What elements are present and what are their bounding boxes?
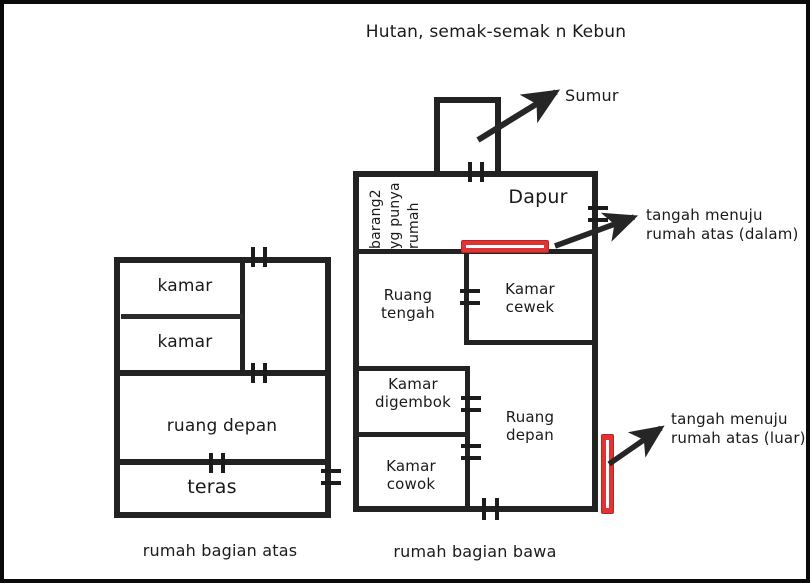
upper-house-door-top-a — [251, 247, 255, 267]
upper-house-wall-left — [114, 257, 120, 518]
sumur-wall-left — [434, 97, 440, 172]
kamar-cewek-wall-left — [464, 252, 469, 345]
lower-house-wall-top — [353, 171, 598, 177]
lower-room-label-kamar-cewek: Kamar cewek — [505, 280, 555, 316]
upper-house-caption: rumah bagian atas — [142, 541, 298, 560]
kamar-cowok-door-a — [461, 444, 481, 448]
upper-house-partition-ruangdepan — [114, 370, 331, 376]
upper-house-door-right-b — [321, 481, 341, 485]
upper-room-label-ruang-depan: ruang depan — [166, 416, 278, 436]
kamar-cewek-wall-bottom — [464, 340, 594, 345]
upper-house-door-teras-b — [221, 453, 225, 473]
stair-marker-dalam — [461, 240, 549, 253]
kamar-cowok-door-b — [461, 456, 481, 460]
lower-house-door-right-upper-b — [588, 218, 608, 222]
kamar-block-divider — [356, 432, 470, 437]
sumur-door-a — [468, 162, 472, 182]
upper-house-door-top-b — [263, 247, 267, 267]
annotation-label-tangah-dalam: tangah menuju rumah atas (dalam) — [646, 206, 799, 243]
lower-house-caption: rumah bagian bawa — [393, 542, 557, 561]
upper-room-label-kamar-1: kamar — [157, 276, 213, 296]
lower-room-label-barang2: barang2 — [368, 189, 384, 249]
upper-house-wall-right — [325, 257, 331, 518]
page-title: Hutan, semak-semak n Kebun — [365, 22, 627, 42]
upper-house-door-right-a — [321, 469, 341, 473]
annotation-label-tangah-luar: tangah menuju rumah atas (luar) — [671, 410, 806, 447]
lower-room-label-kamar-cowok: Kamar cowok — [386, 457, 436, 493]
upper-house-kamar-divider — [121, 314, 243, 319]
stair-marker-luar — [601, 434, 614, 514]
lower-house-wall-right — [592, 171, 598, 512]
lower-house-wall-left — [353, 171, 359, 512]
lower-house-door-right-upper-a — [588, 206, 608, 210]
upper-house-door-mid-a — [251, 363, 255, 383]
upper-house-door-mid-b — [263, 363, 267, 383]
lower-room-label-rumah: rumah — [406, 202, 422, 249]
upper-house-door-teras-a — [209, 453, 213, 473]
lower-room-label-ruang-tengah: Ruang tengah — [380, 286, 436, 322]
kamar-block-wall-right — [465, 366, 470, 509]
upper-room-label-teras: teras — [187, 476, 237, 498]
arrow-tangah-luar — [607, 425, 665, 467]
kamar-digembok-door-a — [461, 396, 481, 400]
lower-house-wall-bottom — [353, 506, 598, 512]
lower-room-label-ruang-depan: Ruang depan — [505, 408, 555, 444]
upper-room-label-kamar-2: kamar — [157, 332, 213, 352]
upper-house-wall-top — [114, 257, 331, 263]
kamar-cewek-door-a — [460, 289, 480, 293]
kamar-digembok-door-b — [461, 408, 481, 412]
kamar-block-wall-top — [356, 366, 470, 371]
lower-room-label-dapur: Dapur — [508, 186, 568, 208]
lower-house-door-bottom-b — [495, 498, 499, 520]
lower-house-door-bottom-a — [482, 498, 486, 520]
lower-room-label-ygpunya: yg punya — [387, 182, 403, 249]
sumur-door-b — [480, 162, 484, 182]
sumur-wall-right — [495, 97, 501, 172]
kamar-cewek-door-b — [460, 301, 480, 305]
lower-room-label-kamar-digembok: Kamar digembok — [374, 375, 452, 411]
annotation-label-sumur: Sumur — [565, 86, 619, 105]
sumur-wall-top — [434, 97, 501, 103]
upper-house-wall-bottom — [114, 512, 331, 518]
